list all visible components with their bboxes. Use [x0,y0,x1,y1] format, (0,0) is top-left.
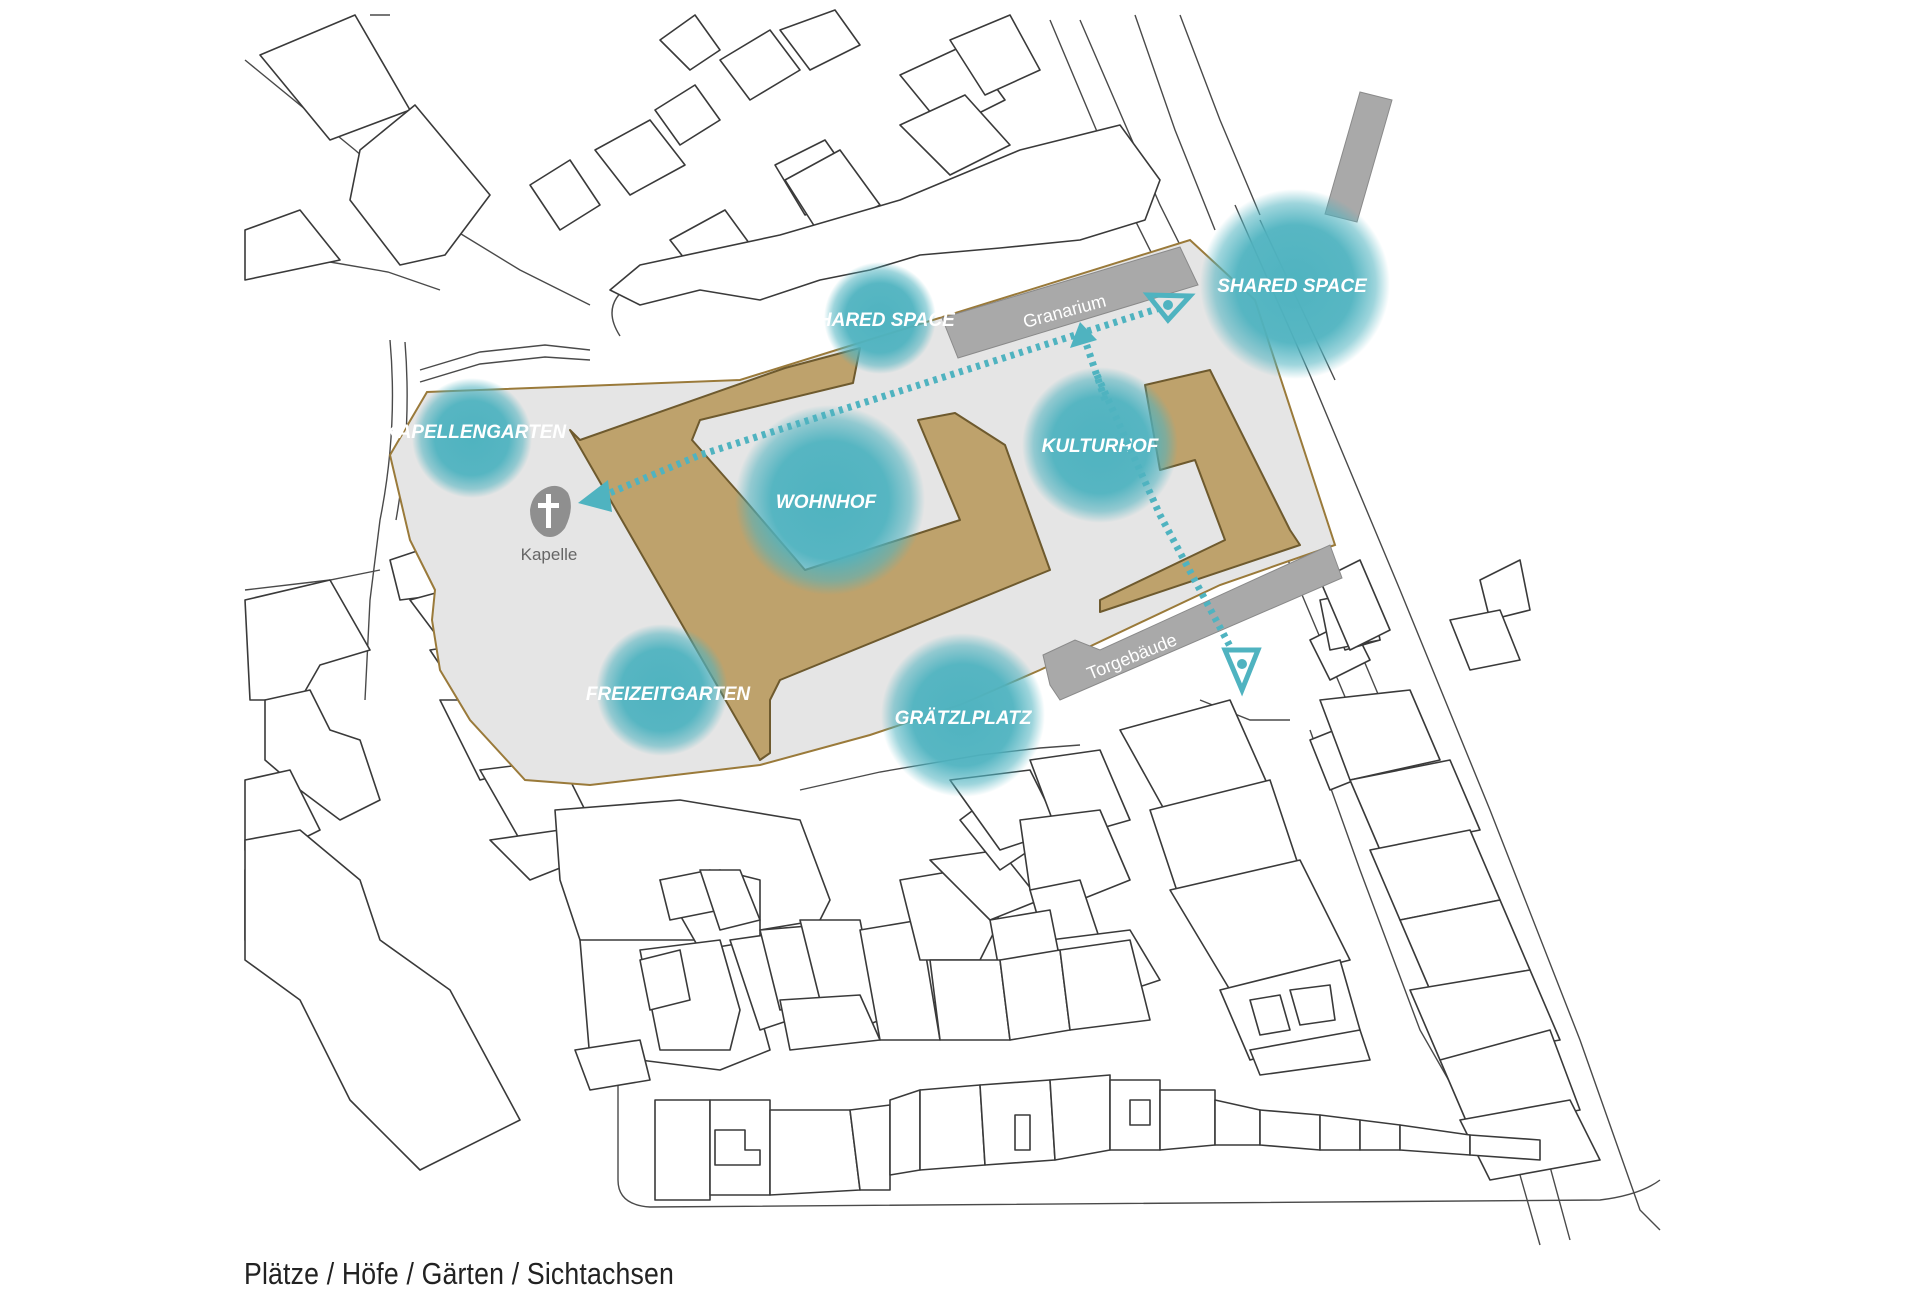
sight-axis-kulturhof [1093,373,1236,652]
eye-icon [1221,647,1262,697]
zone-label: FREIZEITGARTEN [586,684,752,705]
zone-wohnhof[interactable]: WOHNHOF [735,405,925,595]
zone-shared-space-east[interactable]: SHARED SPACE [1200,189,1390,379]
zone-label: SHARED SPACE [1217,276,1368,297]
zone-label: SHARED SPACE [805,310,956,331]
arrowhead-north [1070,322,1097,348]
kapelle[interactable]: Kapelle [521,485,578,564]
zones: SHARED SPACE SHARED SPACE KAPELLENGARTEN… [384,189,1390,797]
zone-kapellengarten[interactable]: KAPELLENGARTEN [384,378,568,498]
sight-axis-north-arrow [1081,338,1109,402]
zone-graetzlplatz[interactable]: GRÄTZLPLATZ [881,633,1045,797]
zone-freizeitgarten[interactable]: FREIZEITGARTEN [586,624,752,756]
zone-label: KULTURHOF [1042,436,1160,457]
context-buildings [244,9,1601,1201]
zone-shared-space-north[interactable]: SHARED SPACE [805,262,956,374]
kapelle-label: Kapelle [521,545,578,564]
wohnhof-building-east-wing [1099,369,1301,613]
arrowhead-west [578,480,612,512]
torgebaeude-building [1042,544,1343,701]
zone-label: KAPELLENGARTEN [384,422,568,443]
sight-axes [578,292,1262,697]
wohnhof-building-west [569,347,1051,761]
zone-label: WOHNHOF [776,492,878,513]
eye-icon [1142,292,1196,324]
zone-label: GRÄTZLPLATZ [895,708,1033,729]
granarium-building [941,246,1199,359]
map-caption: Plätze / Höfe / Gärten / Sichtachsen [244,1256,675,1291]
